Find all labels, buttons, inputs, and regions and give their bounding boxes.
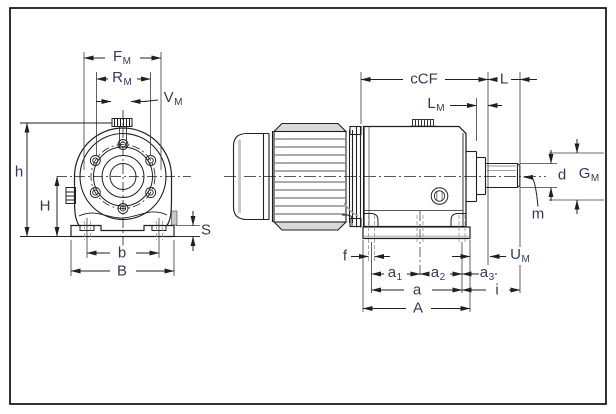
dim-a1: a1 (386, 264, 404, 283)
dim-GM: GM (577, 165, 601, 184)
front-view (20, 110, 204, 246)
keyway-leader (523, 174, 539, 208)
filler-plug (410, 119, 436, 127)
dim-a: a (411, 281, 423, 299)
vent-plug (111, 118, 133, 148)
dim-a3: a3 (478, 264, 496, 283)
motor-body (272, 122, 348, 231)
dim-B: B (115, 262, 129, 280)
dim-b: b (116, 244, 128, 262)
front-center-lines (57, 110, 191, 246)
dim-UM: UM (509, 246, 531, 265)
dim-RM: RM (111, 69, 133, 88)
dim-h: h (13, 163, 25, 181)
page-frame (9, 7, 607, 405)
housing-tab (171, 210, 178, 226)
oil-plug (430, 187, 449, 205)
mounting-base (20, 221, 204, 240)
dim-d: d (556, 166, 568, 184)
gearbox-feet (342, 202, 471, 262)
dim-f: f (341, 247, 349, 265)
dim-i: i (494, 281, 500, 299)
dim-cCF: cCF (409, 70, 439, 88)
dim-S: S (199, 221, 213, 239)
side-view (224, 119, 546, 262)
motor-fins (275, 138, 345, 215)
side-plug (65, 187, 76, 204)
dim-VM: VM (162, 89, 184, 108)
fan-cover (232, 131, 274, 222)
dim-m: m (530, 205, 546, 223)
dim-a2: a2 (429, 264, 447, 283)
dim-A: A (411, 299, 425, 317)
dim-H: H (38, 197, 52, 215)
dim-L: L (498, 70, 510, 88)
front-dimensions (20, 52, 201, 276)
flange-bolts (89, 139, 157, 214)
dim-FM: FM (111, 48, 133, 67)
dim-LM: LM (426, 95, 446, 114)
